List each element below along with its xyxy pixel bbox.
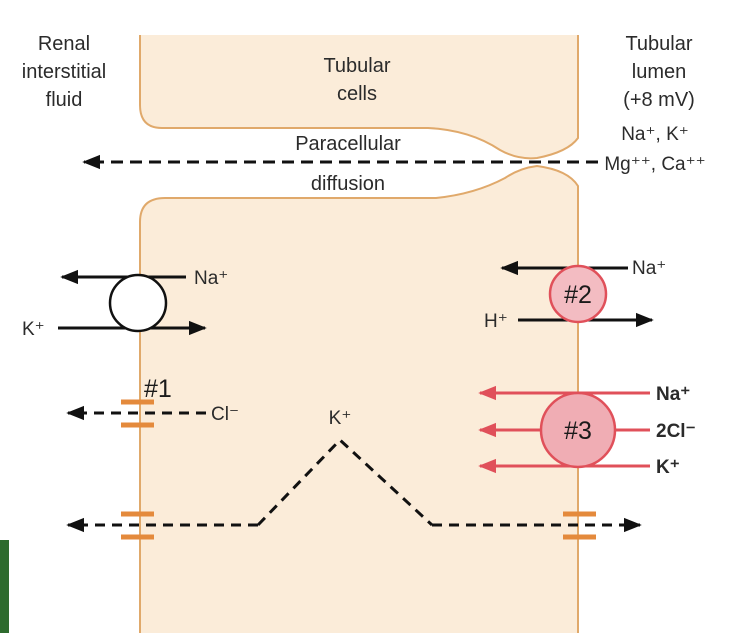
cotransporter-na-label: Na⁺ — [656, 384, 690, 405]
interstitial-label-line-1: Renal — [38, 33, 90, 55]
lumen-label-line-2: lumen — [632, 61, 686, 83]
exchanger-2-number: #2 — [564, 281, 592, 309]
k-path-label: K⁺ — [329, 408, 352, 429]
top-tubular-cell — [139, 35, 579, 160]
paracellular-label-line-2: diffusion — [311, 173, 385, 195]
channel-1-number: #1 — [144, 375, 172, 403]
na-k-pump — [108, 273, 168, 333]
cotransporter-cl-label: 2Cl⁻ — [656, 421, 696, 442]
cells-label-line-1: Tubular — [323, 55, 390, 77]
exchanger-h-label: H⁺ — [484, 311, 508, 332]
exchanger-na-label: Na⁺ — [632, 258, 666, 279]
interstitial-label-line-3: fluid — [46, 89, 83, 111]
cotransporter-k-label: K⁺ — [656, 457, 680, 478]
pump-k-label: K⁺ — [22, 319, 45, 340]
exchanger-2 — [548, 264, 608, 324]
k-path-peak — [256, 437, 434, 527]
lumen-label-line-1: Tubular — [625, 33, 692, 55]
lumen-label-line-3: (+8 mV) — [623, 89, 695, 111]
green-edge-strip — [0, 540, 9, 633]
bottom-tubular-cell — [139, 164, 579, 633]
interstitial-label-line-2: interstitial — [22, 61, 106, 83]
lumen-ions-label-1: Na⁺, K⁺ — [621, 124, 689, 145]
cells-label-line-2: cells — [337, 83, 377, 105]
paracellular-label-line-1: Paracellular — [295, 133, 401, 155]
pump-na-label: Na⁺ — [194, 268, 228, 289]
cotransporter-3 — [539, 391, 617, 469]
channel-cl-label: Cl⁻ — [211, 404, 239, 425]
cotransporter-3-number: #3 — [564, 417, 592, 445]
lumen-ions-label-2: Mg⁺⁺, Ca⁺⁺ — [604, 154, 705, 175]
